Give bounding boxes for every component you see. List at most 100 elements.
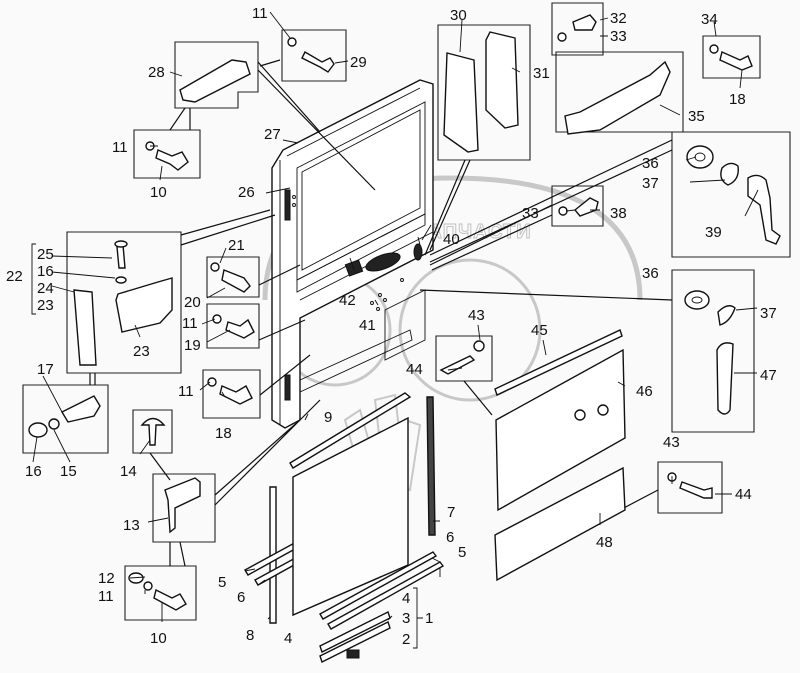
label-23: 23	[37, 297, 54, 314]
strip-6-right	[319, 551, 438, 620]
screw-44-b	[679, 481, 713, 499]
label-43: 43	[663, 434, 680, 451]
clip-37-b	[717, 305, 736, 326]
washer-16-b	[28, 422, 48, 438]
label-34: 34	[701, 11, 718, 28]
callout-box-10-bottom	[124, 565, 197, 621]
washer-15	[48, 418, 60, 430]
label-28: 28	[148, 64, 165, 81]
callout-box-11-18	[202, 369, 261, 419]
label-33: 33	[522, 205, 539, 222]
bolt-38	[574, 197, 599, 217]
callout-box-14	[132, 409, 173, 454]
watermark-logo-circle	[398, 258, 542, 402]
screw-14	[140, 417, 166, 446]
label-39: 39	[705, 224, 722, 241]
hinge-23	[115, 277, 173, 333]
rosette-36-b	[684, 290, 710, 310]
bracket-13	[164, 477, 201, 534]
washer-33	[557, 32, 567, 42]
callout-box-17	[22, 384, 109, 454]
label-6: 6	[237, 589, 245, 606]
label-40: 40	[443, 231, 460, 248]
label-14: 14	[120, 463, 137, 480]
label-26: 26	[238, 184, 255, 201]
trim-45	[494, 329, 623, 396]
callout-box-43-44-top	[435, 335, 493, 382]
plate-30	[443, 52, 479, 153]
label-47: 47	[760, 367, 777, 384]
labels: 11 29 28 11 10 27 26 30 31 32 33 34 18 3…	[6, 5, 777, 649]
label-7: 7	[447, 504, 455, 521]
grab-handle-35	[564, 60, 671, 135]
label-5: 5	[218, 574, 226, 591]
parts	[28, 14, 781, 663]
label-29: 29	[350, 54, 367, 71]
callout-box-33-38	[551, 185, 604, 227]
label-48: 48	[596, 534, 613, 551]
callout-box-36-39	[671, 131, 791, 258]
label-33: 33	[610, 28, 627, 45]
callout-box-hinge	[66, 231, 182, 374]
callout-box-32-33	[551, 2, 604, 56]
trim-panel-46	[495, 348, 626, 512]
label-4: 4	[402, 590, 410, 607]
label-11: 11	[252, 5, 268, 22]
washer-34	[709, 44, 719, 54]
label-37: 37	[760, 305, 777, 322]
callout-box-43-44-bottom	[657, 461, 723, 514]
window-crank-39	[747, 174, 781, 245]
channel-7	[426, 396, 436, 536]
callout-box-30-31	[437, 24, 531, 161]
label-44: 44	[735, 486, 752, 503]
group-bracket-22	[31, 243, 36, 315]
rosette-36	[686, 145, 714, 169]
label-41: 41	[359, 317, 376, 334]
leader-lines	[89, 59, 673, 567]
label-38: 38	[610, 205, 627, 222]
label-36: 36	[642, 155, 659, 172]
label-ticks	[32, 11, 759, 622]
label-16: 16	[37, 263, 54, 280]
label-12: 12	[98, 570, 115, 587]
glass-4	[292, 416, 409, 617]
label-23: 23	[133, 343, 150, 360]
callout-boxes	[22, 2, 791, 621]
screw-18-right	[719, 51, 753, 71]
washer-11	[287, 37, 297, 47]
label-27: 27	[264, 126, 281, 143]
label-19: 19	[184, 337, 201, 354]
callout-box-28	[174, 41, 259, 109]
group-bracket-1	[413, 587, 423, 649]
label-11: 11	[178, 383, 194, 400]
label-36: 36	[642, 265, 659, 282]
outer-handle-28	[179, 59, 251, 103]
washer-33-b	[558, 206, 568, 216]
label-37: 37	[642, 175, 659, 192]
door-frame	[271, 79, 434, 429]
label-18: 18	[215, 425, 232, 442]
label-24: 24	[37, 280, 54, 297]
screw-10-top	[155, 149, 189, 171]
callout-box-13	[152, 473, 216, 543]
clip-37	[720, 162, 739, 186]
bolt-29	[301, 51, 335, 73]
label-2: 2	[402, 631, 410, 648]
label-17: 17	[37, 361, 54, 378]
callout-box-36-47	[671, 269, 755, 433]
screw-19	[225, 318, 255, 339]
label-16: 16	[25, 463, 42, 480]
lock-31	[485, 31, 519, 129]
label-44: 44	[406, 361, 423, 378]
label-11: 11	[182, 315, 198, 332]
strip-5-right	[327, 561, 445, 630]
bolt-17	[61, 395, 101, 423]
handle-47	[716, 342, 734, 415]
label-5: 5	[458, 544, 466, 561]
washer-16	[115, 276, 127, 284]
label-22: 22	[6, 268, 23, 285]
label-45: 45	[531, 322, 548, 339]
label-4: 4	[284, 630, 292, 647]
label-1: 1	[425, 610, 433, 627]
